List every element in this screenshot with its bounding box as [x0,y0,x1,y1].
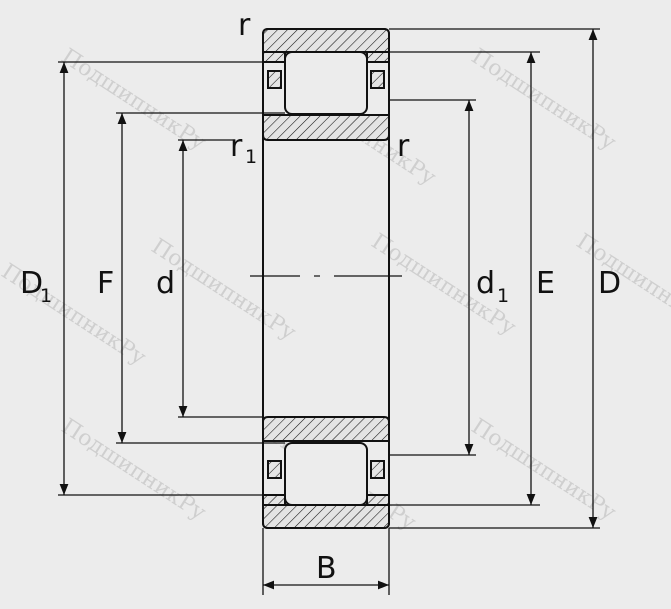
outer-ring-rib-top-right [366,51,390,63]
outer-ring-rib-bottom-left [262,494,286,506]
label-r1-main: r [230,129,243,164]
label-r-side: r [397,129,410,164]
inner-ring-bottom [262,416,390,442]
outer-ring-rib-top-left [262,51,286,63]
extension-lines-right [389,28,600,529]
label-r1: r 1 [230,129,257,168]
outer-ring-top [262,28,390,53]
label-F: F [97,266,114,301]
label-D1-main: D [20,266,43,301]
label-d1: d 1 [476,266,509,307]
watermark-text: ПодшипникРу [57,44,210,156]
watermark-text: ПодшипникРу [572,229,671,341]
outer-ring-bottom [262,504,390,529]
cage-bottom-left [267,460,282,479]
label-d1-main: d [476,266,495,301]
roller-top [284,51,368,115]
cage-top-left [267,70,282,89]
label-D1-sub: 1 [40,285,52,307]
watermark-text: ПодшипникРу [467,44,620,156]
roller-bottom [284,442,368,506]
label-D1: D 1 [20,266,52,307]
watermark-text: ПодшипникРу [467,414,620,526]
label-D: D [598,266,621,301]
inner-ring-top [262,114,390,141]
dimension-B [262,528,390,595]
label-E: E [536,266,555,301]
outer-ring-rib-bottom-right [366,494,390,506]
label-r1-sub: 1 [245,146,257,168]
watermark-text: ПодшипникРу [57,414,210,526]
label-r-top: r [238,8,251,43]
label-d1-sub: 1 [497,285,509,307]
label-B: B [316,551,337,586]
extension-lines-left [58,61,285,496]
cage-top-right [370,70,385,89]
cage-bottom-right [370,460,385,479]
label-d: d [156,266,175,301]
